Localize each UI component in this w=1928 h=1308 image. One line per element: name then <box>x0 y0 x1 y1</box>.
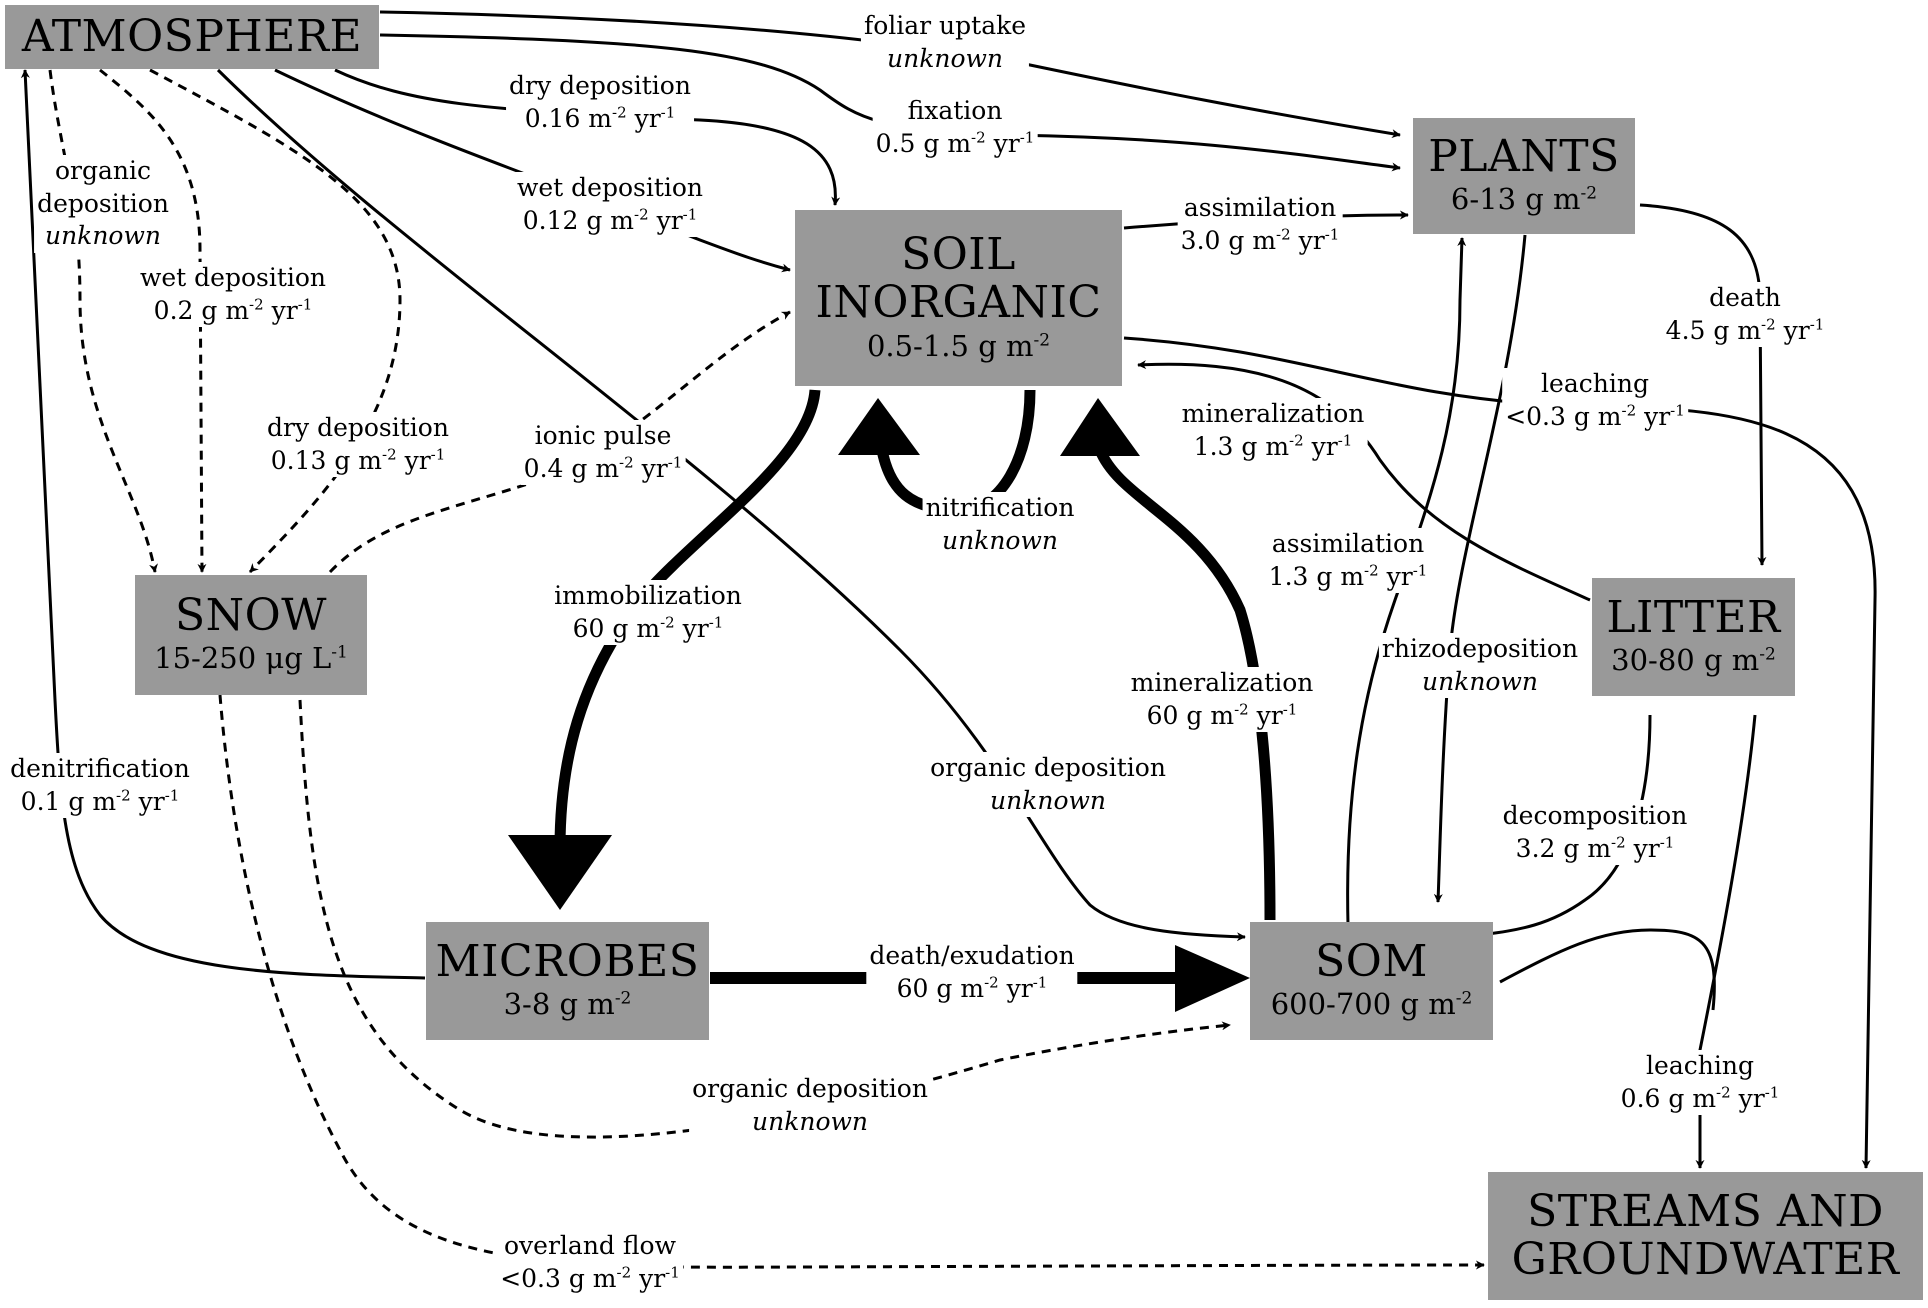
rhizodeposition-label: rhizodeposition unknown <box>1378 633 1582 698</box>
plants-label: PLANTS <box>1428 130 1620 182</box>
organic-deposition-atm-som-arrow <box>216 68 1246 942</box>
som-to-streams-arrow <box>1499 928 1716 1011</box>
dry-deposition-snow-arrow <box>149 68 402 574</box>
nitrification-label: nitrification unknown <box>922 492 1078 557</box>
litter-box: LITTER 30-80 g m-2 <box>1592 578 1795 696</box>
microbes-label: MICROBES <box>435 935 700 987</box>
ionic-pulse-label: ionic pulse 0.4 g m-2 yr-1 <box>520 420 686 485</box>
soil-inorganic-label-line1: SOIL <box>901 228 1016 280</box>
nitrification-arrowhead <box>838 398 920 455</box>
snow-label: SNOW <box>175 589 327 641</box>
som-label: SOM <box>1315 935 1428 987</box>
litter-amount: 30-80 g m-2 <box>1611 643 1776 678</box>
decomposition-arrow <box>1479 714 1652 939</box>
immobilization-arrowhead <box>508 835 612 910</box>
wet-deposition-snow-label: wet deposition 0.2 g m-2 yr-1 <box>136 262 330 327</box>
streams-box: STREAMS AND GROUNDWATER <box>1488 1172 1923 1300</box>
leaching-litter-label: leaching 0.6 g m-2 yr-1 <box>1617 1050 1783 1115</box>
organic-deposition-snow-label: organic deposition unknown <box>34 155 172 253</box>
som-amount: 600-700 g m-2 <box>1270 987 1473 1022</box>
assimilation-soil-label: assimilation 3.0 g m-2 yr-1 <box>1177 192 1343 257</box>
snow-amount: 15-250 μg L-1 <box>154 641 348 676</box>
organic-deposition-snow-som-arrow <box>298 699 1231 1139</box>
microbes-amount: 3-8 g m-2 <box>503 987 632 1022</box>
assimilation-som-label: assimilation 1.3 g m-2 yr-1 <box>1265 528 1431 593</box>
mineralization-som-label: mineralization 60 g m-2 yr-1 <box>1127 667 1317 732</box>
death-plants-label: death 4.5 g m-2 yr-1 <box>1662 282 1828 347</box>
plants-box: PLANTS 6-13 g m-2 <box>1413 118 1635 234</box>
mineralization-som-arrowhead <box>1060 398 1140 456</box>
plants-amount: 6-13 g m-2 <box>1450 182 1598 217</box>
foliar-uptake-label: foliar uptake unknown <box>860 10 1030 75</box>
soil-inorganic-amount: 0.5-1.5 g m-2 <box>866 328 1051 363</box>
soil-inorganic-box: SOIL INORGANIC 0.5-1.5 g m-2 <box>795 210 1122 386</box>
wet-deposition-soil-label: wet deposition 0.12 g m-2 yr-1 <box>513 172 707 237</box>
decomposition-label: decomposition 3.2 g m-2 yr-1 <box>1499 800 1691 865</box>
death-exudation-arrowhead <box>1175 945 1250 1012</box>
streams-label-line1: STREAMS AND <box>1527 1185 1884 1237</box>
fixation-label: fixation 0.5 g m-2 yr-1 <box>872 95 1038 160</box>
soil-inorganic-label-line2: INORGANIC <box>815 277 1102 329</box>
mineralization-litter-soil-arrow <box>1137 360 1591 602</box>
microbes-box: MICROBES 3-8 g m-2 <box>426 922 709 1040</box>
wet-deposition-snow-arrow <box>99 68 207 573</box>
leaching-soil-streams-arrow <box>1123 336 1877 1169</box>
dry-deposition-snow-label: dry deposition 0.13 g m-2 yr-1 <box>264 412 452 477</box>
denitrification-label: denitrification 0.1 g m-2 yr-1 <box>7 753 193 818</box>
dry-deposition-soil-label: dry deposition 0.16 m-2 yr-1 <box>506 70 694 135</box>
mineralization-litter-label: mineralization 1.3 g m-2 yr-1 <box>1178 398 1368 463</box>
som-box: SOM 600-700 g m-2 <box>1250 922 1493 1040</box>
death-exudation-label: death/exudation 60 g m-2 yr-1 <box>866 940 1078 1005</box>
leaching-soil-label: leaching <0.3 g m-2 yr-1 <box>1502 368 1688 433</box>
organic-deposition-som-label: organic deposition unknown <box>927 752 1169 817</box>
rhizodeposition-arrow <box>1433 234 1527 903</box>
overland-flow-label: overland flow <0.3 g m-2 yr-1 <box>497 1230 683 1295</box>
atmosphere-label: ATMOSPHERE <box>21 10 363 62</box>
leaching-litter-arrow <box>1695 714 1757 1169</box>
organic-deposition-snow-som-label: organic deposition unknown <box>689 1073 931 1138</box>
litter-label: LITTER <box>1606 591 1781 643</box>
organic-deposition-snow-arrow <box>48 69 158 573</box>
fixation-arrow <box>379 33 1401 172</box>
assimilation-som-plants-arrow <box>1346 237 1467 926</box>
immobilization-label: immobilization 60 g m-2 yr-1 <box>551 580 745 645</box>
atmosphere-box: ATMOSPHERE <box>5 5 379 69</box>
snow-box: SNOW 15-250 μg L-1 <box>135 575 367 695</box>
mineralization-som-line <box>1094 447 1276 921</box>
streams-label-line2: GROUNDWATER <box>1511 1234 1900 1285</box>
